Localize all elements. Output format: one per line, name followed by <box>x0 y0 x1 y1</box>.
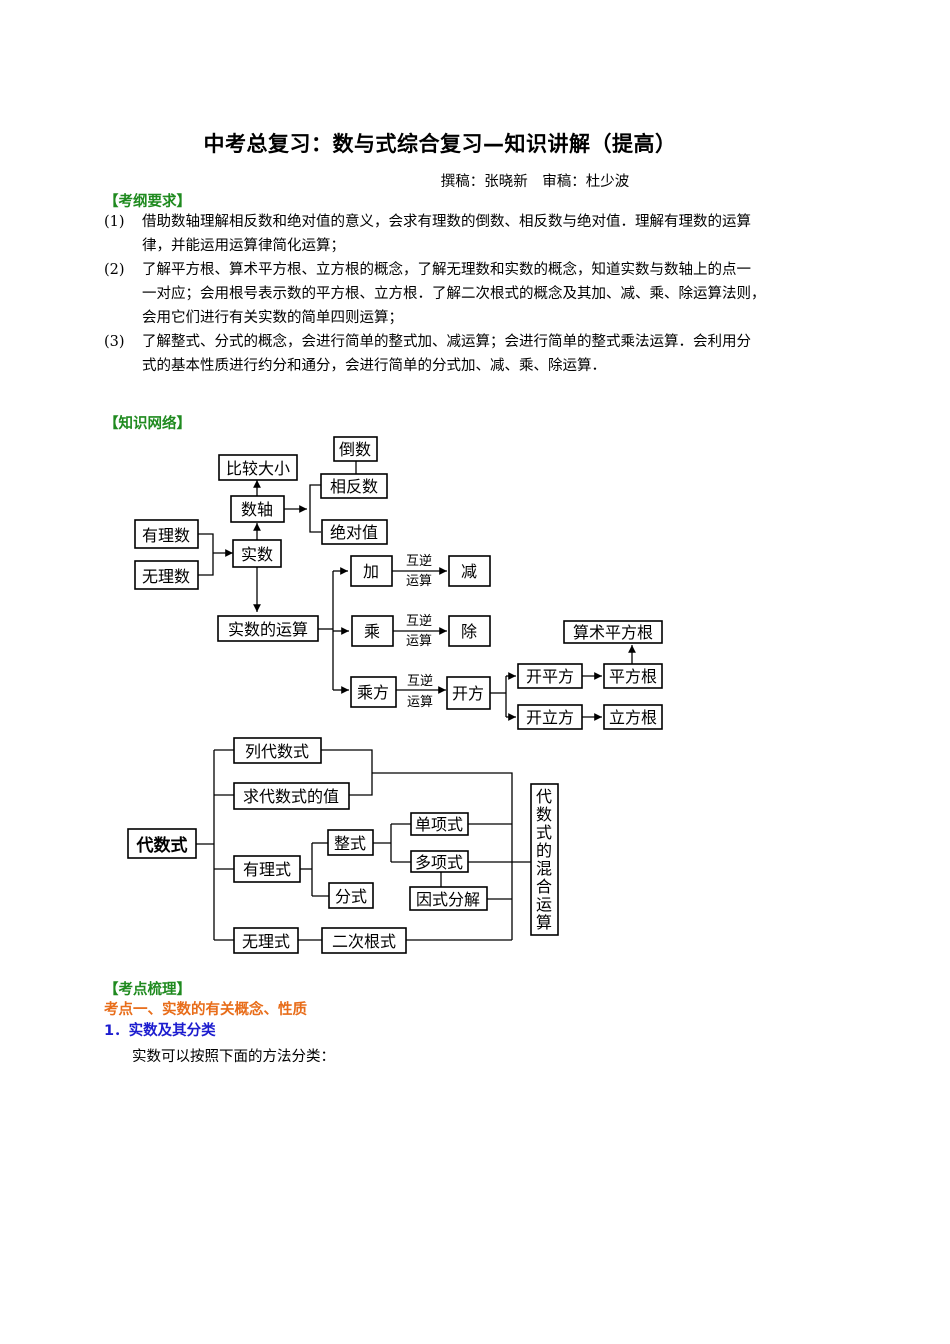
svg-text:运算: 运算 <box>406 574 432 589</box>
section-heading-points: 【考点梳理】 <box>104 982 191 998</box>
svg-text:二次根式: 二次根式 <box>332 932 396 951</box>
svg-text:立方根: 立方根 <box>609 708 657 727</box>
svg-text:开平方: 开平方 <box>526 667 574 686</box>
svg-text:列代数式: 列代数式 <box>245 742 309 761</box>
svg-text:减: 减 <box>461 562 477 581</box>
svg-text:数: 数 <box>536 805 552 824</box>
svg-text:整式: 整式 <box>334 834 366 853</box>
svg-text:绝对值: 绝对值 <box>330 523 378 542</box>
svg-text:互逆: 互逆 <box>406 553 432 569</box>
paragraph-1: 实数可以按照下面的方法分类： <box>132 1049 335 1065</box>
svg-text:单项式: 单项式 <box>415 815 463 834</box>
svg-text:开立方: 开立方 <box>526 708 574 727</box>
node-kailifang: 开立方 <box>517 704 583 730</box>
requirement-item-3: (3) 了解整式、分式的概念，会进行简单的整式加、减运算；会进行简单的整式乘法运… <box>104 334 751 374</box>
svg-text:算术平方根: 算术平方根 <box>573 623 653 642</box>
edge-label-jia-jian: 互逆 运算 <box>406 553 432 589</box>
node-xiangfanshu: 相反数 <box>320 473 388 499</box>
node-youlishu: 有理数 <box>134 519 199 549</box>
section-heading-requirements: 【考纲要求】 <box>104 194 191 210</box>
svg-text:运算: 运算 <box>406 634 432 649</box>
node-jueduizhi: 绝对值 <box>321 519 388 545</box>
svg-text:互逆: 互逆 <box>406 613 432 629</box>
svg-text:因式分解: 因式分解 <box>416 890 480 909</box>
svg-text:比较大小: 比较大小 <box>226 459 290 478</box>
edge-label-cheng-chu: 互逆 运算 <box>406 613 432 649</box>
section-heading-network: 【知识网络】 <box>104 416 191 432</box>
node-chu: 除 <box>448 615 491 647</box>
node-suanshu: 算术平方根 <box>563 620 663 644</box>
svg-text:有理数: 有理数 <box>142 526 190 545</box>
requirement-item-1: (1) 借助数轴理解相反数和绝对值的意义，会求有理数的倒数、相反数与绝对值．理解… <box>104 214 751 254</box>
svg-text:加: 加 <box>363 562 379 581</box>
node-pingfanggen: 平方根 <box>603 663 663 689</box>
requirement-item-2: (2) 了解平方根、算术平方根、立方根的概念，了解无理数和实数的概念，知道实数与… <box>104 262 766 326</box>
node-youlishi: 有理式 <box>233 855 301 883</box>
node-daoshu: 倒数 <box>333 436 378 462</box>
svg-text:有理式: 有理式 <box>243 860 291 879</box>
svg-text:除: 除 <box>461 622 477 641</box>
node-chengfang: 乘方 <box>350 676 397 708</box>
svg-text:代数式: 代数式 <box>136 835 188 856</box>
svg-text:代: 代 <box>536 787 552 806</box>
node-shuzhou: 数轴 <box>230 495 285 523</box>
node-zhengshi: 整式 <box>327 829 374 856</box>
svg-text:运算: 运算 <box>407 695 433 710</box>
svg-text:运: 运 <box>536 895 552 914</box>
svg-text:平方根: 平方根 <box>609 667 657 686</box>
subheading-1: 1．实数及其分类 <box>104 1023 216 1039</box>
node-bijiao: 比较大小 <box>218 454 298 481</box>
kaodian-heading-1: 考点一、实数的有关概念、性质 <box>104 1002 307 1018</box>
byline: 撰稿：张晓新 审稿：杜少波 <box>440 174 630 190</box>
node-shishu: 实数 <box>232 539 282 568</box>
node-kaipingfang: 开平方 <box>517 663 583 689</box>
svg-text:无理数: 无理数 <box>142 567 190 586</box>
svg-text:互逆: 互逆 <box>407 673 433 689</box>
svg-text:乘方: 乘方 <box>357 683 389 702</box>
node-lie: 列代数式 <box>233 737 322 764</box>
svg-text:开方: 开方 <box>452 684 484 703</box>
node-fenshi: 分式 <box>328 882 374 909</box>
node-ercigen: 二次根式 <box>321 927 407 954</box>
node-yinshi: 因式分解 <box>409 886 488 911</box>
node-qiuzhi: 求代数式的值 <box>233 782 350 810</box>
node-kaifang: 开方 <box>446 676 491 710</box>
svg-text:多项式: 多项式 <box>415 853 463 872</box>
svg-text:乘: 乘 <box>364 622 380 641</box>
svg-text:混: 混 <box>536 859 552 878</box>
svg-text:相反数: 相反数 <box>330 477 378 496</box>
svg-text:求代数式的值: 求代数式的值 <box>243 787 339 806</box>
document-title: 中考总复习：数与式综合复习—知识讲解（提高） <box>203 132 677 156</box>
svg-text:实数的运算: 实数的运算 <box>228 620 308 639</box>
svg-text:合: 合 <box>536 877 552 896</box>
svg-text:倒数: 倒数 <box>339 440 371 459</box>
svg-text:实数: 实数 <box>241 545 273 564</box>
edge-label-chengfang-kaifang: 互逆 运算 <box>407 673 433 710</box>
svg-text:算: 算 <box>536 913 552 932</box>
node-yunsuan: 实数的运算 <box>217 615 319 642</box>
node-lifanggen: 立方根 <box>603 704 663 730</box>
node-jia: 加 <box>350 555 393 587</box>
svg-text:数轴: 数轴 <box>241 500 273 519</box>
node-wulishi: 无理式 <box>233 927 299 954</box>
svg-text:分式: 分式 <box>335 887 367 906</box>
node-jian: 减 <box>448 555 491 587</box>
node-wulishu: 无理数 <box>134 560 199 590</box>
node-daishushi: 代数式 <box>127 828 197 859</box>
node-danxiangshi: 单项式 <box>410 812 469 836</box>
node-duoxiangshi: 多项式 <box>410 850 469 873</box>
svg-text:的: 的 <box>536 841 552 860</box>
svg-text:无理式: 无理式 <box>242 932 290 951</box>
node-hunhe: 代 数 式 的 混 合 运 算 <box>530 783 559 936</box>
requirements-list: (1) 借助数轴理解相反数和绝对值的意义，会求有理数的倒数、相反数与绝对值．理解… <box>104 210 864 378</box>
node-cheng: 乘 <box>351 615 394 647</box>
svg-text:式: 式 <box>536 823 552 842</box>
